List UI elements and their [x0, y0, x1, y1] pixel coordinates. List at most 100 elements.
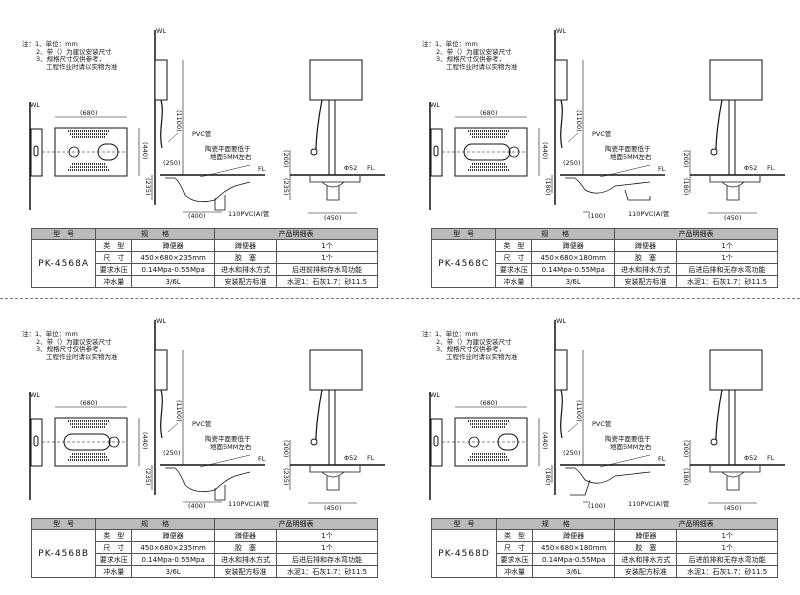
pvc-pipe-label: PVC管 — [192, 419, 212, 428]
height-dimension: (1100) — [575, 110, 583, 132]
depth-below-floor: (180) — [682, 178, 690, 195]
note-line: 2、带（）为建议安装尺寸 — [36, 337, 112, 346]
note-line: 注：1、单位：mm — [22, 39, 78, 48]
note-line: 2、带（）为建议安装尺寸 — [436, 47, 512, 56]
wl-label: WL — [30, 101, 40, 109]
cell: 尺 寸 — [95, 251, 133, 264]
dim-250: (250) — [163, 159, 180, 167]
offset-dimension: (100) — [588, 212, 605, 220]
wl-label: WL — [156, 317, 166, 325]
front-view — [289, 59, 385, 214]
cell: 安装配方标准 — [613, 275, 678, 288]
cell: 450×680×235mm — [131, 251, 215, 264]
front-view — [689, 349, 785, 504]
cell: 蹲便器 — [131, 529, 215, 542]
cell: 450×680×180mm — [531, 251, 615, 264]
cell: 蹲便器 — [213, 529, 278, 542]
note-line: 3、规格尺寸仅供参考， — [36, 344, 105, 353]
cell: 1个 — [276, 251, 378, 264]
cell: 450×680×180mm — [531, 541, 616, 554]
width-dimension: (680) — [480, 399, 497, 407]
table-header: 型 号规 格产品明细表 — [30, 228, 379, 240]
cell: 后进后排和无存水弯功能 — [676, 263, 778, 276]
depth-dimension: (440) — [541, 432, 549, 449]
cell: 0.14Mpa-0.55Mpa — [531, 553, 616, 566]
wl-label: WL — [30, 391, 40, 399]
ceramic-note: 地面5MM左右 — [210, 152, 252, 161]
width-dimension: (680) — [480, 109, 497, 117]
note-line: 注：1、单位：mm — [422, 329, 478, 338]
drain-pipe-label: 110PVC(A)管 — [628, 499, 670, 508]
table-header: 型 号规 格产品明细表 — [430, 518, 778, 530]
cell: 类 型 — [495, 239, 533, 252]
width-dimension: (680) — [80, 399, 97, 407]
dim-200: (200) — [682, 440, 690, 457]
cell: 后进前排和无存水弯功能 — [676, 553, 778, 566]
cell: 要求水压 — [495, 263, 533, 276]
dim-250: (250) — [563, 159, 580, 167]
depth-below-floor: (235) — [282, 468, 290, 485]
header-details: 产品明细表 — [213, 228, 379, 240]
note-line: 工程作业时请以实物为准 — [446, 62, 518, 71]
note-line: 工程作业时请以实物为准 — [46, 62, 118, 71]
cell: 水泥1：石灰1.7：砂11.5 — [676, 565, 778, 578]
cell: 类 型 — [95, 529, 133, 542]
depth-below-floor: (235) — [144, 178, 152, 195]
dim-200: (200) — [282, 440, 290, 457]
cell: 0.14Mpa-0.55Mpa — [531, 263, 615, 276]
header-spec: 规 格 — [496, 518, 616, 530]
note-line: 注：1、单位：mm — [22, 329, 78, 338]
height-dimension: (1100) — [175, 110, 183, 132]
cell: 进水和排水方式 — [614, 553, 678, 566]
pvc-pipe-label: PVC管 — [592, 129, 612, 138]
cell: 尺 寸 — [95, 541, 133, 554]
cell: 安装配方标准 — [213, 565, 278, 578]
header-model: 型 号 — [30, 518, 97, 530]
cell: 胶 塞 — [613, 251, 678, 264]
dashed-divider — [0, 298, 800, 299]
cell: 蹲便器 — [613, 239, 678, 252]
cell: 水泥1：石灰1.7：砂11.5 — [276, 565, 378, 578]
dim-250: (250) — [163, 449, 180, 457]
cell: 要求水压 — [95, 553, 133, 566]
cell: 450×680×235mm — [131, 541, 215, 554]
cell: 尺 寸 — [495, 251, 533, 264]
ceramic-note: 陶瓷平面要低于 — [205, 144, 251, 153]
offset-dimension: (400) — [188, 502, 205, 510]
plan-view — [29, 102, 140, 210]
cell: 0.14Mpa-0.55Mpa — [131, 553, 215, 566]
wl-label: WL — [556, 27, 566, 35]
ceramic-note: 陶瓷平面要低于 — [205, 434, 251, 443]
pvc-pipe-label: PVC管 — [192, 129, 212, 138]
ceramic-note: 陶瓷平面要低于 — [605, 144, 651, 153]
notes: 注：1、单位：mm2、带（）为建议安装尺寸3、规格尺寸仅供参考，工程作业时请以实… — [22, 39, 118, 71]
cell: 蹲便器 — [531, 529, 616, 542]
diameter-label: Φ52 — [344, 454, 357, 462]
cell: 蹲便器 — [213, 239, 278, 252]
dim-450: (450) — [324, 214, 341, 222]
cell: 进水和排水方式 — [213, 553, 278, 566]
side-view — [151, 30, 265, 213]
note-line: 工程作业时请以实物为准 — [46, 352, 118, 361]
dim-450: (450) — [724, 504, 741, 512]
front-view — [289, 349, 385, 504]
header-model: 型 号 — [430, 228, 497, 240]
cell: 1个 — [276, 529, 378, 542]
cell: 类 型 — [496, 529, 533, 542]
dim-200: (200) — [682, 150, 690, 167]
cell: 3/6L — [131, 275, 215, 288]
cell: 后进前排和存水弯功能 — [276, 263, 378, 276]
diameter-label: Φ52 — [744, 164, 757, 172]
depth-below-floor: (180) — [544, 178, 552, 195]
cell: 进水和排水方式 — [613, 263, 678, 276]
cell: 胶 塞 — [213, 251, 278, 264]
